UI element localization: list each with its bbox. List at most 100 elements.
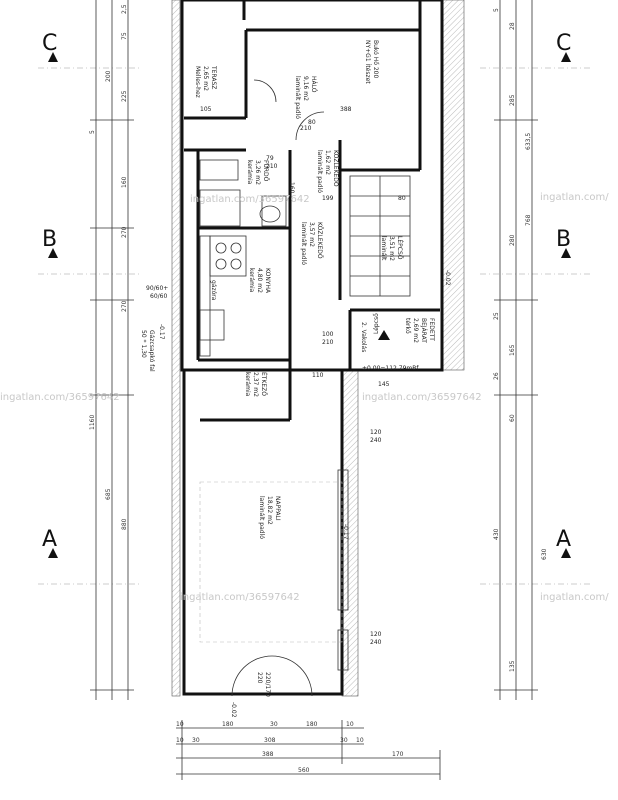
svg-text:285: 285 <box>509 94 516 106</box>
svg-text:3,26 m2: 3,26 m2 <box>254 160 261 185</box>
svg-text:270: 270 <box>121 226 128 238</box>
svg-text:633,5: 633,5 <box>525 133 532 150</box>
left-note-label: Gázcsapkó fal <box>148 330 155 372</box>
svg-text:10: 10 <box>346 721 354 728</box>
section-arrow-icon <box>48 248 58 258</box>
svg-text:160: 160 <box>121 176 128 188</box>
section-arrow-icon <box>561 548 571 558</box>
svg-text:ingatlan.com/36597642: ingatlan.com/36597642 <box>180 592 300 603</box>
dim-interior-145: 145 <box>378 381 390 388</box>
level-label-3: -0.02 <box>444 270 451 286</box>
svg-text:ingatlan.com/36597642: ingatlan.com/36597642 <box>362 392 482 403</box>
room-furdo: FÜRDŐ 3,26 m2 kerámia <box>246 160 269 185</box>
svg-text:10: 10 <box>176 721 184 728</box>
stair-arrow-icon <box>378 330 390 340</box>
svg-text:25: 25 <box>493 312 500 320</box>
door-spec2-label: NY+G1 Ítészet <box>364 40 371 84</box>
svg-text:2,69 m2: 2,69 m2 <box>412 318 419 343</box>
svg-text:TERASZ: TERASZ <box>210 65 217 89</box>
window-note-label: 90/60+ <box>146 285 168 292</box>
room-lepcso: LÉPCSŐ 3,51 m2 laminált <box>380 236 404 261</box>
room-fedett-bejarat: FEDETT BEJÁRAT 2,69 m2 térkő <box>404 318 435 343</box>
svg-text:KÖZLEKEDŐ: KÖZLEKEDŐ <box>316 222 323 259</box>
left-dimension-texts: 200 225 270 270 1160 685 880 2,5 75 160 … <box>89 4 128 530</box>
dim-interior-160: 160 <box>288 182 295 194</box>
svg-text:270: 270 <box>121 300 128 312</box>
svg-text:308: 308 <box>264 737 276 744</box>
svg-text:ingatlan.com/: ingatlan.com/ <box>540 592 609 603</box>
svg-text:30: 30 <box>340 737 348 744</box>
svg-text:1160: 1160 <box>89 415 96 430</box>
svg-text:5: 5 <box>89 130 96 134</box>
window-bottom2-label: 220 <box>256 672 263 684</box>
section-lines <box>38 67 590 585</box>
room-etkezo: ÉTKEZŐ 2,37 m2 kerámia <box>244 372 268 397</box>
svg-text:180: 180 <box>222 721 234 728</box>
kitchen-fixtures <box>199 235 247 357</box>
svg-text:kerámia: kerámia <box>246 160 253 185</box>
svg-text:HÁLÓ: HÁLÓ <box>310 76 317 93</box>
stair <box>349 175 411 297</box>
door-spec-label: Bukó Hő 200 <box>372 40 379 78</box>
svg-text:laminált padló: laminált padló <box>258 496 265 539</box>
svg-text:1,62 m2: 1,62 m2 <box>324 150 331 175</box>
window-note2-label: 60/60 <box>150 293 167 300</box>
svg-text:165: 165 <box>509 344 516 356</box>
section-arrow-icon <box>561 248 571 258</box>
svg-text:laminált: laminált <box>380 236 387 261</box>
svg-text:880: 880 <box>121 518 128 530</box>
svg-text:135: 135 <box>509 660 516 672</box>
svg-text:430: 430 <box>493 528 500 540</box>
svg-text:térkő: térkő <box>404 318 411 334</box>
svg-text:laminált padló: laminált padló <box>294 76 301 119</box>
svg-text:B: B <box>556 227 571 252</box>
opening-2b: 240 <box>370 639 382 646</box>
doors <box>231 79 325 697</box>
section-marker-a-left: A <box>42 527 58 558</box>
section-marker-b-left: B <box>42 227 58 258</box>
left-note2-label: 50 * 1,30 <box>140 330 147 358</box>
room-terasz: TERASZ 2,65 m2 Melles-hez <box>194 65 217 98</box>
svg-text:685: 685 <box>105 488 112 500</box>
window-bottom-label: 220/170 <box>264 672 271 697</box>
svg-text:30: 30 <box>270 721 278 728</box>
stair-label: Lépcső <box>373 313 380 334</box>
svg-text:30: 30 <box>192 737 200 744</box>
watermarks: ingatlan.com/36597642 ingatlan.com/36597… <box>0 192 609 603</box>
svg-text:LÉPCSŐ: LÉPCSŐ <box>396 236 404 260</box>
section-marker-b-right: B <box>556 227 571 258</box>
svg-text:ingatlan.com/: ingatlan.com/ <box>540 192 609 203</box>
bottom-dimension-texts: 10 180 30 180 10 10 30 308 30 10 388 170… <box>176 721 404 774</box>
svg-text:B: B <box>42 227 57 252</box>
bottom-dimension-lines <box>176 720 441 780</box>
svg-text:2,37 m2: 2,37 m2 <box>252 372 259 397</box>
svg-text:75: 75 <box>121 32 128 40</box>
svg-text:768: 768 <box>525 214 532 226</box>
svg-text:kerámia: kerámia <box>248 268 255 293</box>
svg-text:9,16 m2: 9,16 m2 <box>302 76 309 101</box>
level-label-4: -0.17 <box>158 324 165 340</box>
svg-text:laminált padló: laminált padló <box>300 222 307 265</box>
svg-text:C: C <box>556 31 571 56</box>
level-label-1: -0.17 <box>342 524 349 540</box>
svg-text:2,65 m2: 2,65 m2 <box>202 66 209 91</box>
svg-text:170: 170 <box>392 751 404 758</box>
svg-text:Melles-hez: Melles-hez <box>194 66 201 98</box>
svg-text:26: 26 <box>493 372 500 380</box>
svg-text:280: 280 <box>509 234 516 246</box>
svg-text:10: 10 <box>356 737 364 744</box>
svg-text:kerámia: kerámia <box>244 372 251 397</box>
gas-label: gázóra <box>210 280 217 301</box>
opening-1a: 120 <box>370 429 382 436</box>
svg-text:388: 388 <box>262 751 274 758</box>
svg-text:180: 180 <box>306 721 318 728</box>
svg-text:BEJÁRAT: BEJÁRAT <box>420 318 427 343</box>
svg-text:200: 200 <box>105 70 112 82</box>
door-f: 210 <box>300 125 312 132</box>
svg-text:18,82 m2: 18,82 m2 <box>266 496 273 525</box>
section-arrow-icon <box>48 52 58 62</box>
opening-2a: 120 <box>370 631 382 638</box>
section-arrow-icon <box>48 548 58 558</box>
svg-text:630: 630 <box>541 548 548 560</box>
